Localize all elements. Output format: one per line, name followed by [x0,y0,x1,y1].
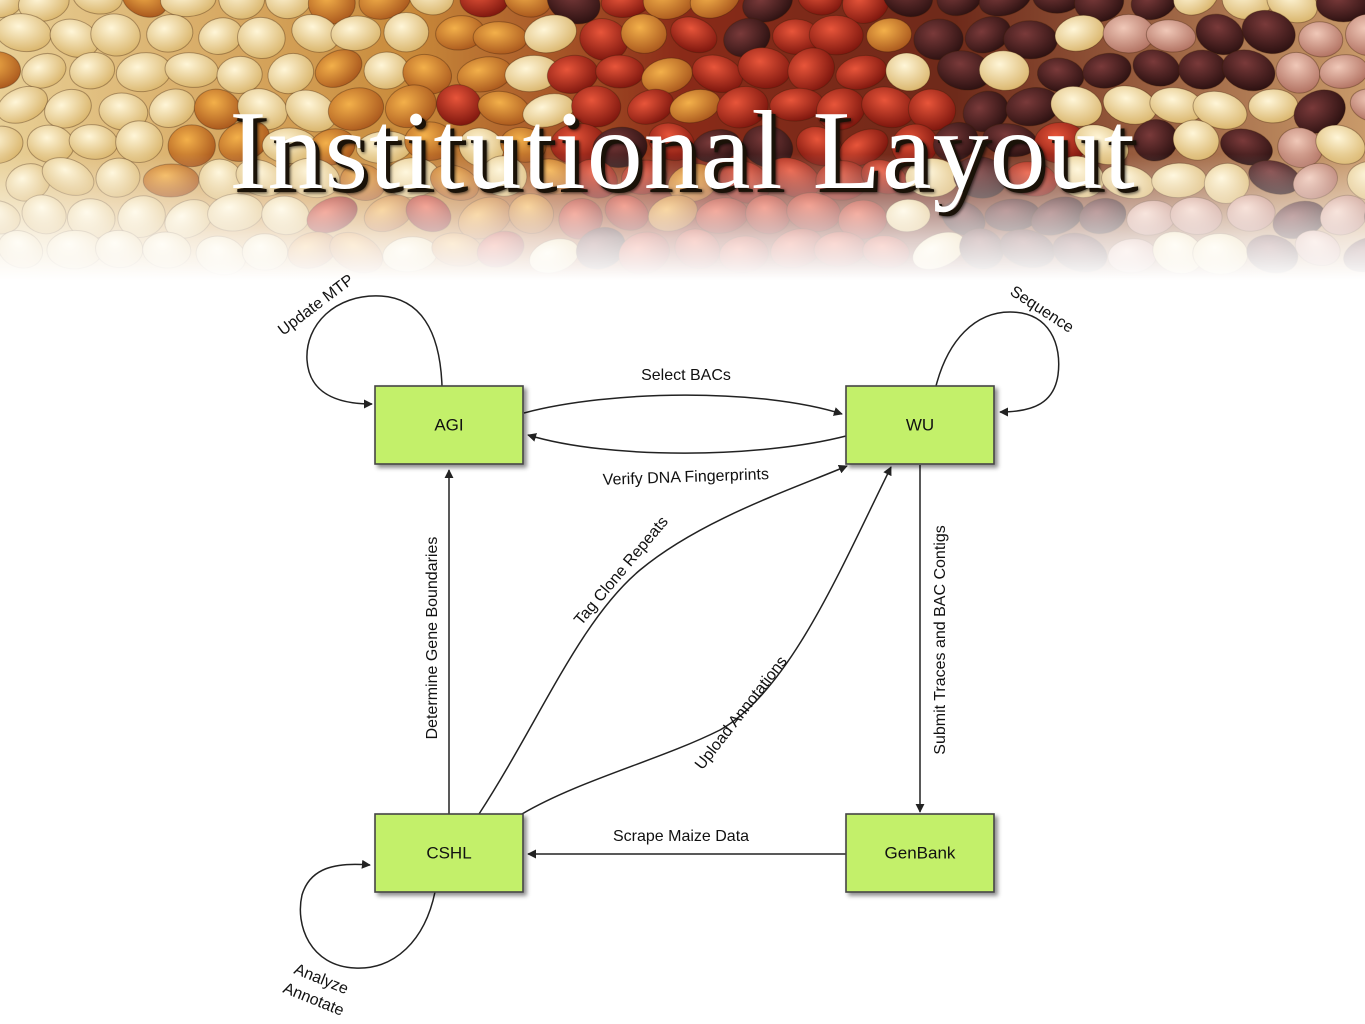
edge-select-bacs [523,394,843,416]
node-wu: WU [845,385,995,465]
edge-analyze-annotate [299,859,436,969]
label-scrape-maize: Scrape Maize Data [613,828,749,845]
edge-sequence [935,311,1060,417]
label-update-mtp: Update MTP [275,272,357,340]
edge-tag-clone [478,464,848,815]
node-genbank-label: GenBank [885,844,956,863]
node-wu-label: WU [906,416,934,435]
edge-verify-dna [527,433,847,454]
edge-upload-annotations [521,466,892,815]
edge-update-mtp [306,295,443,409]
label-tag-clone: Tag Clone Repeats [571,514,672,629]
label-submit-traces: Submit Traces and BAC Contigs [932,525,949,754]
label-verify-dna: Verify DNA Fingerprints [602,466,769,489]
label-determine-gene: Determine Gene Boundaries [424,537,441,740]
label-sequence: Sequence [1007,283,1077,337]
node-cshl: CSHL [374,813,524,893]
label-select-bacs: Select BACs [641,367,731,384]
node-genbank: GenBank [845,813,995,893]
node-agi: AGI [374,385,524,465]
corn-banner-image [0,0,1365,280]
node-agi-label: AGI [434,416,463,435]
node-cshl-label: CSHL [426,844,471,863]
slide-title: Institutional Layout [229,89,1136,213]
label-upload-annotations: Upload Annotations [692,653,791,773]
